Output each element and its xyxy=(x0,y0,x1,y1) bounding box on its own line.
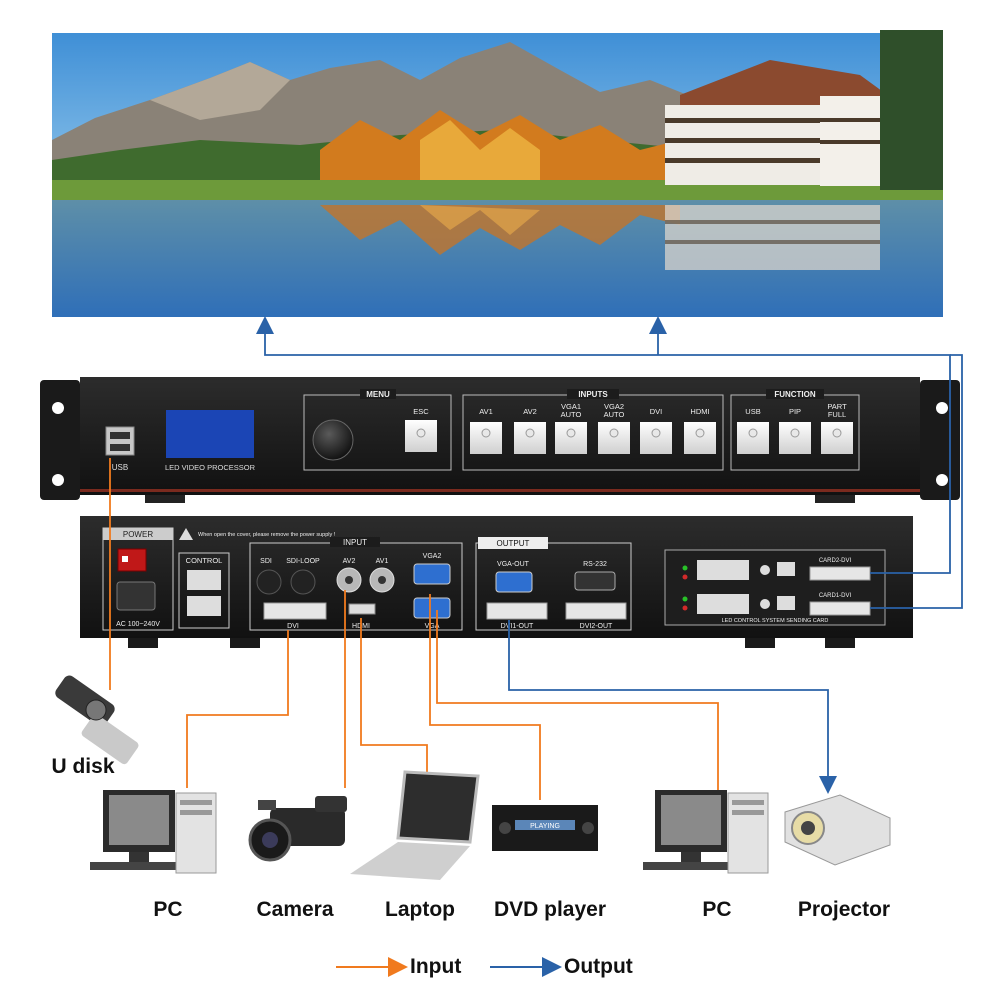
front-usb-port[interactable] xyxy=(105,426,135,456)
legend-input-label: Input xyxy=(410,955,462,978)
input-label-4: DVI xyxy=(650,407,663,416)
esc-label: ESC xyxy=(413,407,429,416)
control-port-1[interactable] xyxy=(187,570,221,590)
vga-label: VGA xyxy=(425,623,440,630)
vga-out-port[interactable] xyxy=(495,571,533,593)
card1-dvi-port[interactable] xyxy=(809,601,871,616)
output-title: OUTPUT xyxy=(497,539,530,548)
lcd-caption: LED VIDEO PROCESSOR xyxy=(165,463,256,472)
processor-front-panel: USB LED VIDEO PROCESSOR MENU ESC INPUTS … xyxy=(40,377,960,503)
input-label-0: AV1 xyxy=(479,407,493,416)
vga-out-label: VGA-OUT xyxy=(497,561,530,568)
menu-title: MENU xyxy=(366,390,390,399)
av2-label: AV2 xyxy=(343,558,356,565)
warning-text: When open the cover, please remove the p… xyxy=(198,532,336,538)
rear-input-title: INPUT xyxy=(343,538,367,547)
menu-knob[interactable] xyxy=(312,419,354,461)
pc-input-icon xyxy=(90,790,217,874)
laptop-icon xyxy=(350,770,480,880)
inputs-title: INPUTS xyxy=(578,390,608,399)
control-port-2[interactable] xyxy=(187,596,221,616)
led-screen-image xyxy=(52,30,943,317)
vga-port[interactable] xyxy=(413,597,451,619)
pc-output-icon xyxy=(643,790,769,874)
control-label: CONTROL xyxy=(186,556,223,565)
input-button-1[interactable] xyxy=(514,422,546,454)
dvi-port[interactable] xyxy=(263,602,327,620)
hdmi-port[interactable] xyxy=(348,603,376,615)
input-connections xyxy=(109,458,719,800)
legend-output-label: Output xyxy=(564,955,633,978)
sdi-port[interactable] xyxy=(256,569,282,595)
input-label-2: VGA1 xyxy=(561,402,581,411)
processor-rear-panel: POWER AC 100~240V When open the cover, p… xyxy=(80,516,913,648)
dvd-display-text: PLAYING xyxy=(530,823,560,830)
projector-label: Projector xyxy=(797,898,891,921)
dvd-player-icon: PLAYING xyxy=(492,805,598,851)
rs232-label: RS-232 xyxy=(583,561,607,568)
dvi2-out-port[interactable] xyxy=(565,602,627,620)
dvi-label: DVI xyxy=(287,623,299,630)
sdi-label: SDI xyxy=(260,558,272,565)
input-label-1: AV2 xyxy=(523,407,537,416)
power-socket[interactable] xyxy=(116,581,156,611)
card2-usb-port[interactable] xyxy=(777,562,795,576)
function-title: FUNCTION xyxy=(774,390,816,399)
input-label-5: HDMI xyxy=(690,407,709,416)
function-label-2: PART xyxy=(827,402,847,411)
card1-rj45-ports[interactable] xyxy=(697,594,749,614)
camera-label: Camera xyxy=(256,898,334,921)
card1-usb-port[interactable] xyxy=(777,596,795,610)
projector-icon xyxy=(784,794,891,866)
pc-input-label: PC xyxy=(153,898,183,921)
rs232-port[interactable] xyxy=(574,571,616,591)
function-label-0: USB xyxy=(745,407,760,416)
pc-output-label: PC xyxy=(702,898,732,921)
input-button-5[interactable] xyxy=(684,422,716,454)
card1-label: CARD1-DVI xyxy=(819,593,852,599)
output-connections xyxy=(256,316,963,794)
dvi1-out-label: DVI1-OUT xyxy=(501,623,534,630)
dvi2-out-label: DVI2-OUT xyxy=(580,623,613,630)
lcd-screen xyxy=(166,410,254,458)
card2-label: CARD2-DVI xyxy=(819,558,852,564)
laptop-label: Laptop xyxy=(385,898,455,921)
camera-icon xyxy=(248,796,347,862)
u-disk-icon xyxy=(55,675,139,765)
power-switch[interactable] xyxy=(117,548,147,572)
dvi1-out-port[interactable] xyxy=(486,602,548,620)
input-sublabel-2: AUTO xyxy=(561,410,582,419)
card2-rj45-ports[interactable] xyxy=(697,560,749,580)
function-button-0[interactable] xyxy=(737,422,769,454)
input-button-0[interactable] xyxy=(470,422,502,454)
esc-button[interactable] xyxy=(405,420,437,452)
power-label: POWER xyxy=(123,530,153,539)
av1-label: AV1 xyxy=(376,558,389,565)
input-button-2[interactable] xyxy=(555,422,587,454)
function-label-1: PIP xyxy=(789,407,801,416)
function-sublabel-2: FULL xyxy=(828,410,846,419)
sdi-loop-label: SDI-LOOP xyxy=(286,558,320,565)
front-usb-label: USB xyxy=(112,463,128,472)
function-button-1[interactable] xyxy=(779,422,811,454)
function-button-2[interactable] xyxy=(821,422,853,454)
input-label-3: VGA2 xyxy=(604,402,624,411)
input-button-4[interactable] xyxy=(640,422,672,454)
sending-card-label: LED CONTROL SYSTEM SENDING CARD xyxy=(722,618,829,624)
input-button-3[interactable] xyxy=(598,422,630,454)
input-sublabel-3: AUTO xyxy=(604,410,625,419)
vga2-label: VGA2 xyxy=(423,553,442,560)
sdi-loop-port[interactable] xyxy=(290,569,316,595)
u-disk-label: U disk xyxy=(51,755,115,778)
vga2-port[interactable] xyxy=(413,563,451,585)
power-rating: AC 100~240V xyxy=(116,621,160,628)
dvd-player-label: DVD player xyxy=(493,898,607,921)
card2-dvi-port[interactable] xyxy=(809,566,871,581)
